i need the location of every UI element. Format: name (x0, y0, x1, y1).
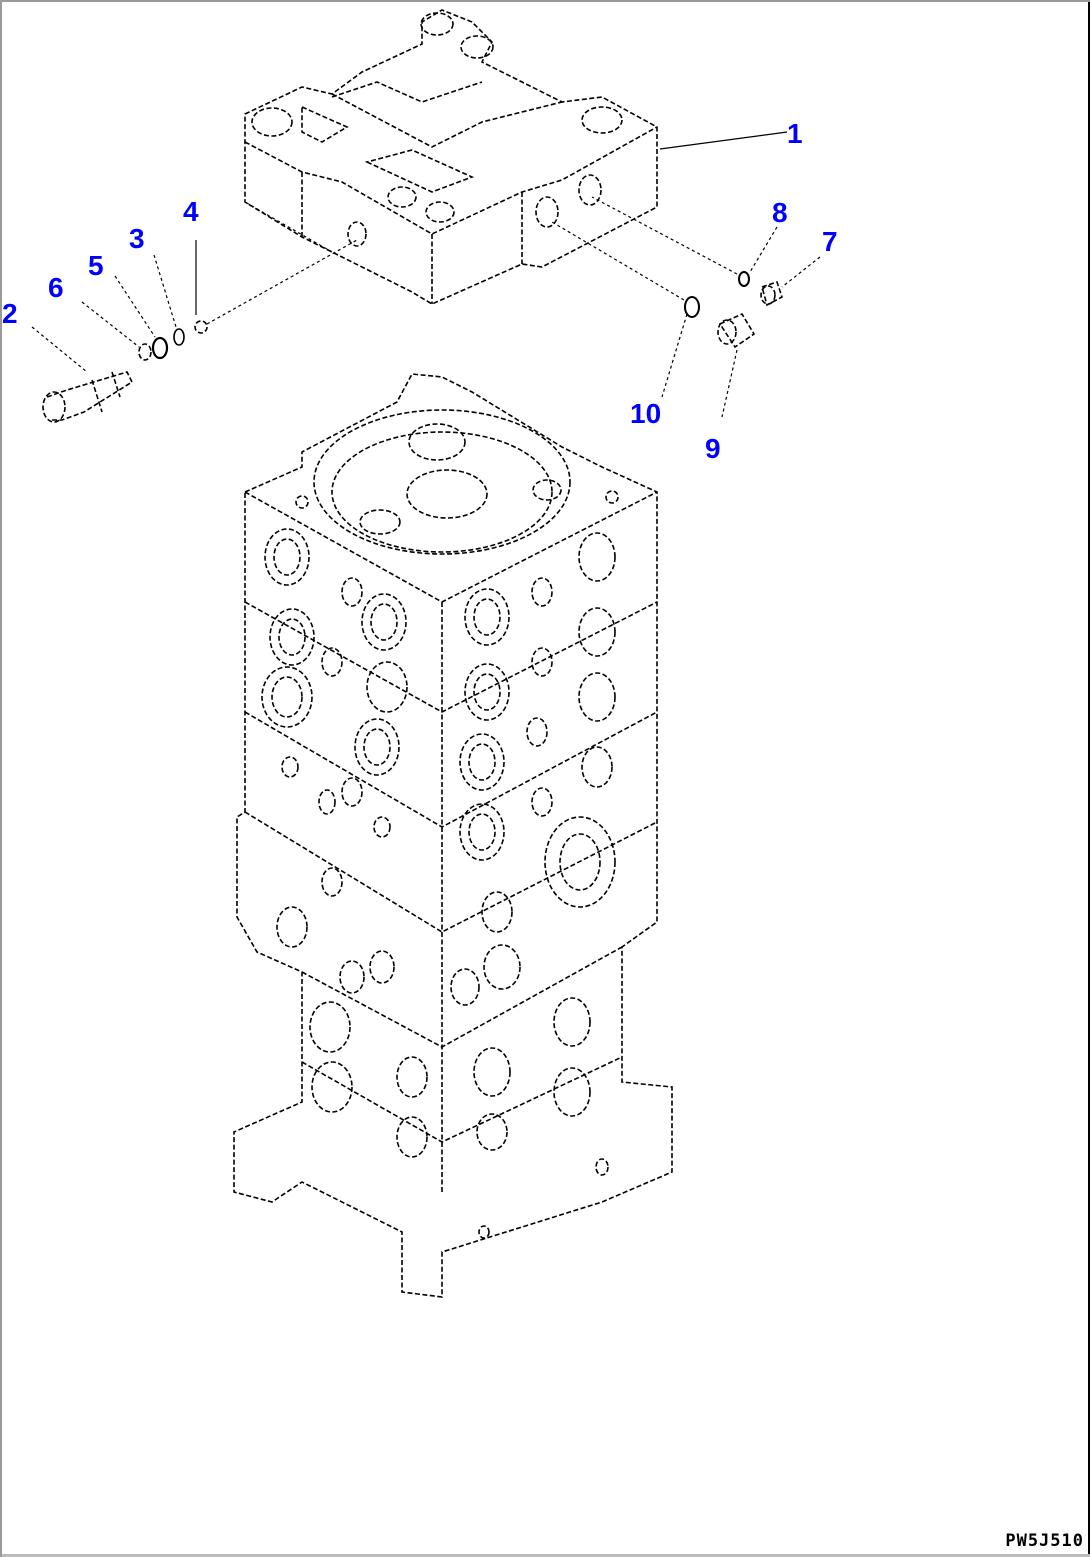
callout-7: 7 (822, 226, 838, 257)
callout-6: 6 (48, 272, 64, 303)
callout-8: 8 (772, 197, 788, 228)
callout-4: 4 (183, 196, 199, 227)
callout-5: 5 (88, 250, 104, 281)
callout-1: 1 (787, 118, 803, 149)
callout-9: 9 (705, 433, 721, 464)
frame-border-right (1088, 2, 1090, 1557)
callout-10: 10 (630, 398, 662, 429)
drawing-code: PW5J510 (1005, 1531, 1084, 1551)
cover-plate-part-1 (244, 9, 658, 305)
leader-lines (31, 131, 821, 418)
valve-part-2 (42, 320, 208, 423)
frame-border-bottom (2, 1554, 1090, 1557)
callout-3: 3 (129, 223, 145, 254)
small-parts-right (684, 271, 783, 349)
main-valve-body (233, 373, 673, 1298)
callout-2: 2 (2, 298, 18, 329)
